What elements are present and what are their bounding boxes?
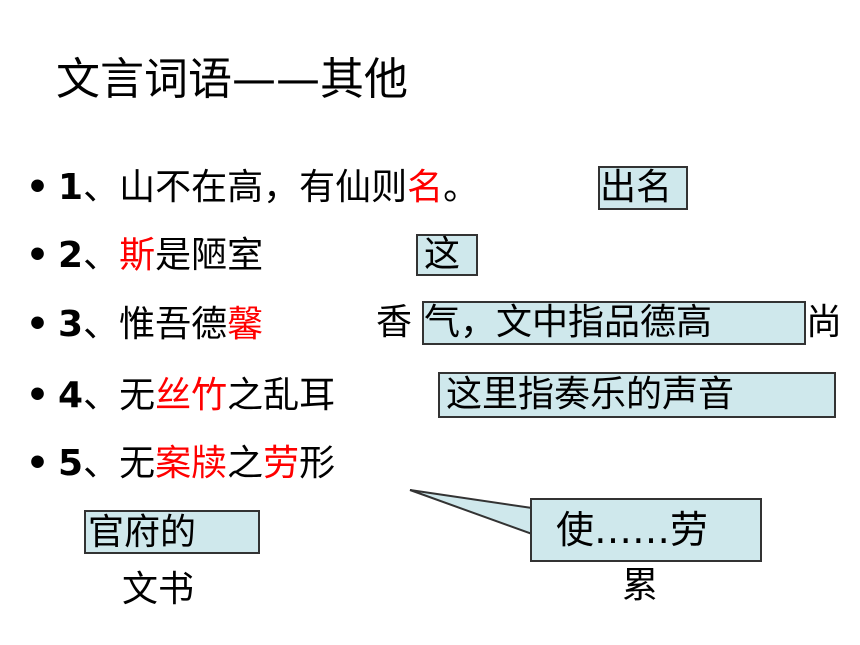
answer-plain-3: 香: [376, 302, 413, 343]
highlighted-word: 名: [407, 167, 444, 208]
callout-right-text: 使……劳: [556, 508, 709, 552]
bullet: •: [26, 235, 50, 276]
highlighted-word: 斯: [119, 235, 156, 276]
answer-box-2: [416, 234, 478, 276]
callout-box-left: [84, 510, 260, 554]
bullet: •: [26, 375, 50, 416]
bullet: •: [26, 167, 50, 208]
item-text-tail: 之乱耳: [227, 375, 336, 416]
callout-left-below: 文书: [122, 569, 195, 610]
highlighted-word: 案牍: [155, 443, 228, 484]
answer-box-3: [422, 301, 806, 345]
answer-text-4: 这里指奏乐的声音: [446, 374, 735, 415]
item-text-tail: 形: [299, 443, 336, 484]
answer-box-4: [438, 372, 836, 418]
item-text-tail: 。: [443, 167, 480, 208]
callout-right-below: 累: [622, 565, 659, 606]
highlighted-word-2: 劳: [263, 443, 300, 484]
list-item-1: •1、山不在高，有仙则名。: [26, 160, 479, 216]
callout-left-text: 官府的: [88, 512, 197, 553]
list-item-5: •5、无案牍之劳形: [26, 436, 335, 492]
item-text-mid: 之: [227, 443, 264, 484]
answer-box-1: [598, 166, 688, 210]
callout-tail-shape: [409, 489, 533, 536]
item-number: 1: [58, 167, 84, 208]
answer-tail-3: 尚: [806, 302, 843, 343]
item-number: 3: [58, 304, 84, 345]
answer-text-2: 这: [424, 234, 461, 275]
item-text: 、: [83, 235, 120, 276]
item-text: 、无: [83, 443, 156, 484]
slide-title: 文言词语——其他: [56, 54, 408, 105]
callout-box-right: [530, 498, 762, 562]
list-item-3: •3、惟吾德馨: [26, 297, 263, 353]
item-number: 2: [58, 235, 84, 276]
highlighted-word: 丝竹: [155, 375, 228, 416]
list-item-2: •2、斯是陋室: [26, 228, 263, 284]
list-item-4: •4、无丝竹之乱耳: [26, 368, 335, 424]
item-number: 5: [58, 443, 84, 484]
item-text: 、惟吾德: [83, 304, 228, 345]
bullet: •: [26, 304, 50, 345]
bullet: •: [26, 443, 50, 484]
answer-text-1: 出名: [600, 167, 673, 208]
item-text: 、山不在高，有仙则: [83, 167, 408, 208]
highlighted-word: 馨: [227, 304, 264, 345]
item-number: 4: [58, 375, 84, 416]
item-text-tail: 是陋室: [155, 235, 264, 276]
item-text: 、无: [83, 375, 156, 416]
answer-text-3: 气，文中指品德高: [424, 302, 713, 343]
